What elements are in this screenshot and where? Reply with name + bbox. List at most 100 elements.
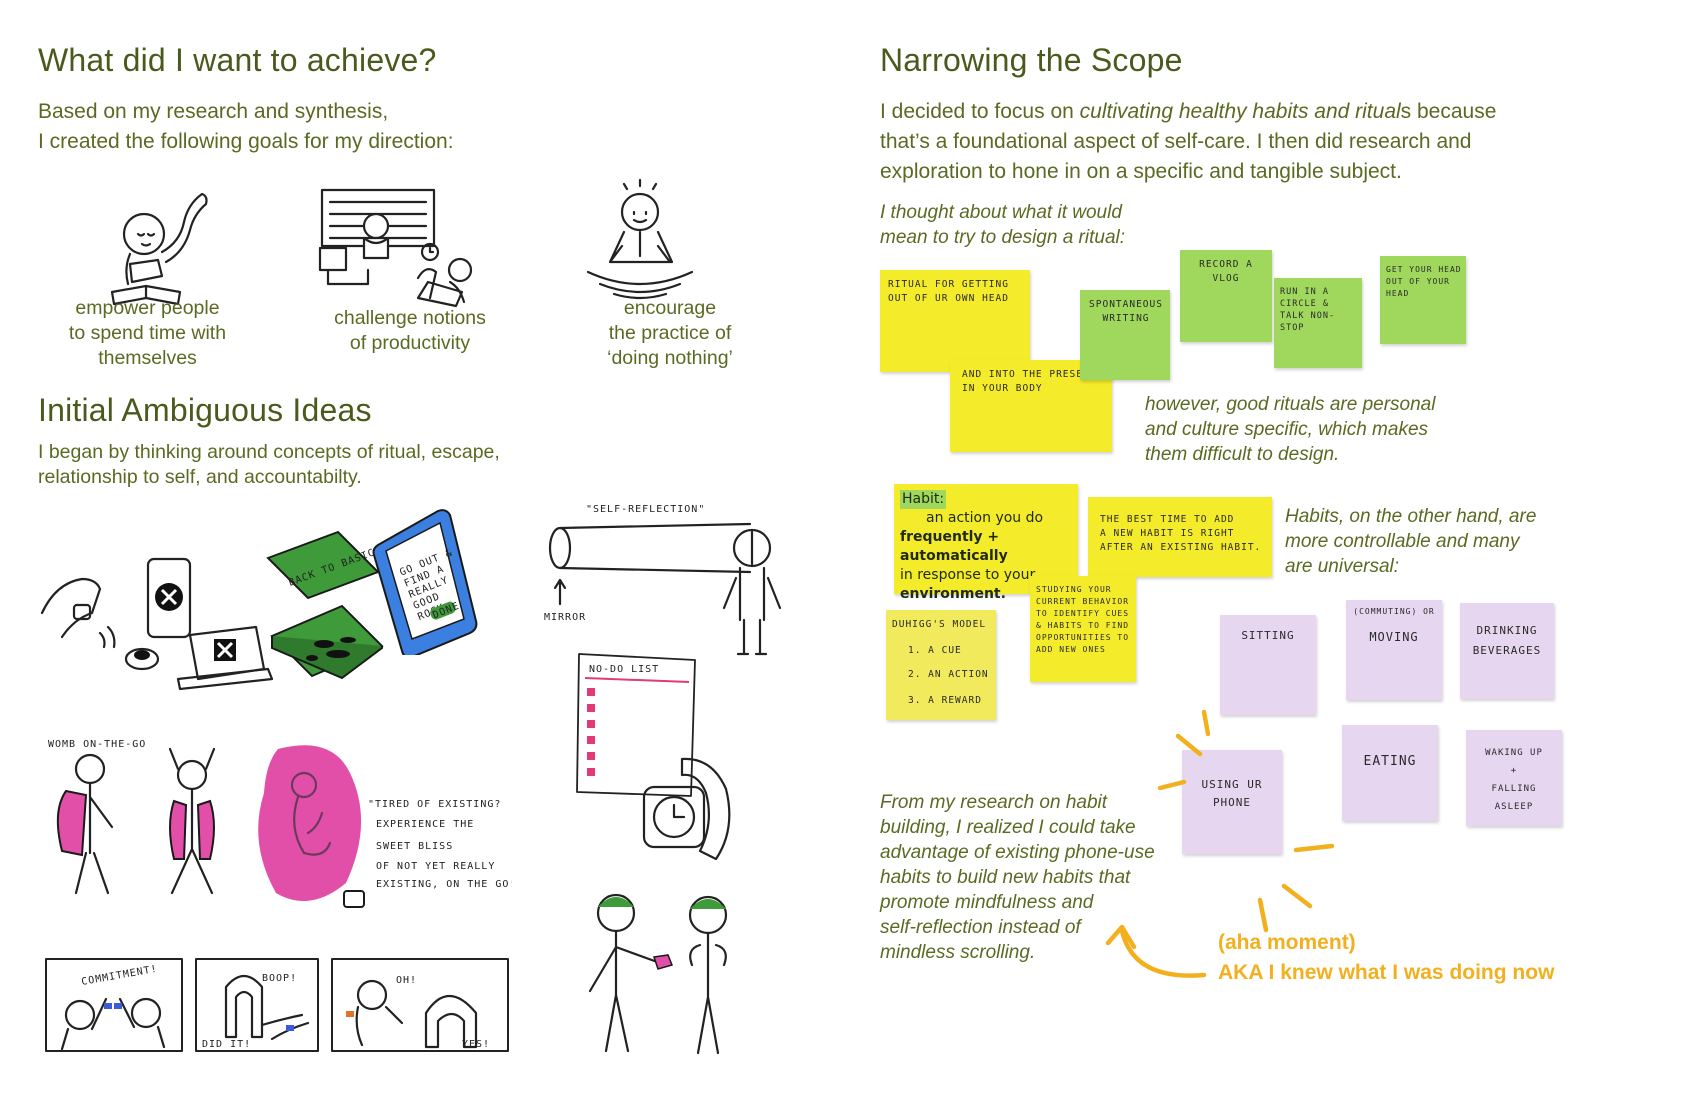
sticky-note-text: MOVING xyxy=(1369,630,1419,644)
drinking-line: BEVERAGES xyxy=(1472,644,1542,657)
aha-moment-note: (aha moment) AKA I knew what I was doing… xyxy=(1218,928,1554,988)
best-time-line: THE BEST TIME TO ADD xyxy=(1100,514,1235,525)
sticky-note-text: AND INTO THE PRESENT IN YOUR BODY xyxy=(962,369,1097,394)
sticky-note-record-vlog: RECORD A VLOG xyxy=(1180,250,1272,342)
self-reflection-illustration: "SELF-REFLECTION" MIRROR xyxy=(544,504,782,656)
scope-emphasis: cultivating healthy habits and ritual xyxy=(1079,100,1401,123)
goal-line: to spend time with xyxy=(68,322,227,344)
ideas-paragraph: I began by thinking around concepts of r… xyxy=(38,440,500,490)
goal-encourage: encourage the practice of ‘doing nothing… xyxy=(560,296,780,371)
sticky-note-text: USING UR PHONE xyxy=(1186,776,1278,812)
sticky-note-studying: STUDYING YOUR CURRENT BEHAVIOR TO IDENTI… xyxy=(1030,576,1136,682)
phone-line: USING UR xyxy=(1201,778,1263,791)
sticky-note-text: DRINKING BEVERAGES xyxy=(1464,621,1550,661)
sticky-note-duhigg-model: DUHIGG'S MODEL 1. A CUE 2. AN ACTION 3. … xyxy=(886,610,996,720)
rituals-however: however, good rituals are personal and c… xyxy=(1145,392,1435,467)
duhigg-item: 1. A CUE xyxy=(908,645,962,656)
research-line: habits to build new habits that xyxy=(880,867,1131,888)
phone-rock-illustration: GO OUT & FIND A REALLY GOOD ROCK. DONE xyxy=(372,509,478,655)
mirror-label: MIRROR xyxy=(544,612,586,623)
aha-line: AKA I knew what I was doing now xyxy=(1218,961,1555,984)
research-conclusion: From my research on habit building, I re… xyxy=(880,790,1155,965)
sticky-note-run-in-circle: RUN IN A CIRCLE & TALK NON-STOP xyxy=(1274,278,1362,368)
goal-line: of productivity xyxy=(349,332,471,354)
sticky-note-text: (COMMUTING) OR xyxy=(1353,607,1435,616)
habits-line: are universal: xyxy=(1285,556,1400,577)
however-line: and culture specific, which makes xyxy=(1145,419,1429,440)
sticky-note-spontaneous-writing: SPONTANEOUS WRITING xyxy=(1080,290,1170,380)
sticky-note-text: RITUAL FOR GETTING OUT OF UR OWN HEAD xyxy=(888,279,1009,304)
phone-line: PHONE xyxy=(1212,796,1252,809)
habit-line: environment. xyxy=(900,586,1006,602)
aha-arrow-icon xyxy=(1105,924,1207,978)
goal-line: ‘doing nothing’ xyxy=(607,347,733,369)
waking-line: FALLING ASLEEP xyxy=(1491,784,1537,812)
scope-line: that’s a foundational aspect of self-car… xyxy=(880,130,1472,153)
ideas-line: I began by thinking around concepts of r… xyxy=(38,441,500,463)
sticky-note-waking-up: WAKING UP + FALLING ASLEEP xyxy=(1466,730,1562,826)
habit-definition-text: Habit: an action you do frequently + aut… xyxy=(900,490,1078,604)
intro-line: Based on my research and synthesis, xyxy=(38,100,389,123)
ritual-line: I thought about what it would xyxy=(880,202,1122,223)
womb-quote-line: OF NOT YET REALLY xyxy=(376,861,495,872)
womb-quote-line: EXPERIENCE THE xyxy=(376,819,474,830)
habit-line: in response to your xyxy=(900,567,1036,583)
drinking-line: DRINKING xyxy=(1476,624,1538,637)
goal-line: the practice of xyxy=(608,322,732,344)
heading-initial-ideas: Initial Ambiguous Ideas xyxy=(38,392,372,428)
sticky-note-using-phone: USING UR PHONE xyxy=(1182,750,1282,854)
sticky-note-text: GET YOUR HEAD OUT OF YOUR HEAD xyxy=(1386,265,1462,298)
ritual-line: mean to try to design a ritual: xyxy=(880,227,1126,248)
goal-line: empower people xyxy=(75,297,220,319)
heading-what-achieve: What did I want to achieve? xyxy=(38,42,437,78)
sticky-note-text: SPONTANEOUS WRITING xyxy=(1089,299,1163,324)
sticky-note-head-out-of-head: GET YOUR HEAD OUT OF YOUR HEAD xyxy=(1380,256,1466,344)
sticky-note-text: WAKING UP + FALLING ASLEEP xyxy=(1470,744,1558,816)
however-line: them difficult to design. xyxy=(1145,444,1340,465)
no-do-list-title: NO-DO LIST xyxy=(589,664,659,675)
commitment-comic-strip: COMMITMENT! BOOP! DID IT! OH! YES! xyxy=(45,958,509,1052)
research-line: From my research on habit xyxy=(880,792,1108,813)
duhigg-title: DUHIGG'S MODEL xyxy=(892,619,987,630)
womb-quote-line: SWEET BLISS xyxy=(376,841,453,852)
best-time-line: A NEW HABIT IS RIGHT xyxy=(1100,528,1235,539)
scope-paragraph: I decided to focus on cultivating health… xyxy=(880,97,1680,187)
best-time-line: AFTER AN EXISTING HABIT. xyxy=(1100,542,1262,553)
heading-narrowing-scope: Narrowing the Scope xyxy=(880,42,1183,78)
sticky-note-eating: EATING xyxy=(1342,725,1438,821)
habit-line: frequently + automatically xyxy=(900,529,1008,564)
habit-line: an action you do xyxy=(926,510,1044,526)
goal-line: encourage xyxy=(623,297,717,319)
duhigg-item: 3. A REWARD xyxy=(908,695,982,706)
no-do-list-illustration: NO-DO LIST xyxy=(576,653,696,797)
duhigg-item: 2. AN ACTION xyxy=(908,669,989,680)
sticky-note-text: STUDYING YOUR CURRENT BEHAVIOR TO IDENTI… xyxy=(1036,585,1130,654)
devices-off-illustration xyxy=(40,557,273,690)
sticky-note-habit-definition: Habit: an action you do frequently + aut… xyxy=(894,484,1078,602)
goal-line: themselves xyxy=(98,347,197,369)
aha-burst-rays xyxy=(1157,709,1335,933)
back-to-basics-box: BACK TO BASICS xyxy=(266,530,384,680)
habits-controllable: Habits, on the other hand, are more cont… xyxy=(1285,504,1536,579)
however-line: however, good rituals are personal xyxy=(1145,394,1436,415)
research-line: advantage of existing phone-use xyxy=(880,842,1155,863)
intro-paragraph: Based on my research and synthesis, I cr… xyxy=(38,97,454,157)
habit-title: Habit: xyxy=(900,490,947,509)
sticky-note-moving: (COMMUTING) OR MOVING xyxy=(1346,600,1442,700)
meditating-person-illustration xyxy=(586,178,694,300)
habits-line: Habits, on the other hand, are xyxy=(1285,506,1537,527)
waking-line: + xyxy=(1510,766,1518,776)
womb-on-the-go-illustration: WOMB ON-THE-GO "TIRED OF EXISTING? EXPER… xyxy=(48,739,512,908)
comic-boop-label: BOOP! xyxy=(262,973,297,984)
comic-yes-label: YES! xyxy=(462,1039,490,1050)
ideas-line: relationship to self, and accountabilty. xyxy=(38,466,362,488)
goal-challenge: challenge notions of productivity xyxy=(300,306,520,356)
ritual-question: I thought about what it would mean to tr… xyxy=(880,200,1125,250)
sticky-note-text: THE BEST TIME TO ADD A NEW HABIT IS RIGH… xyxy=(1100,513,1270,555)
desk-worker-illustration xyxy=(318,188,473,308)
comic-commitment-label: COMMITMENT! xyxy=(81,964,159,988)
sticky-note-drinking: DRINKING BEVERAGES xyxy=(1460,603,1554,699)
self-reflection-label: "SELF-REFLECTION" xyxy=(586,504,705,515)
goal-empower: empower people to spend time with themse… xyxy=(30,296,265,371)
sticky-note-best-time: THE BEST TIME TO ADD A NEW HABIT IS RIGH… xyxy=(1088,497,1272,577)
